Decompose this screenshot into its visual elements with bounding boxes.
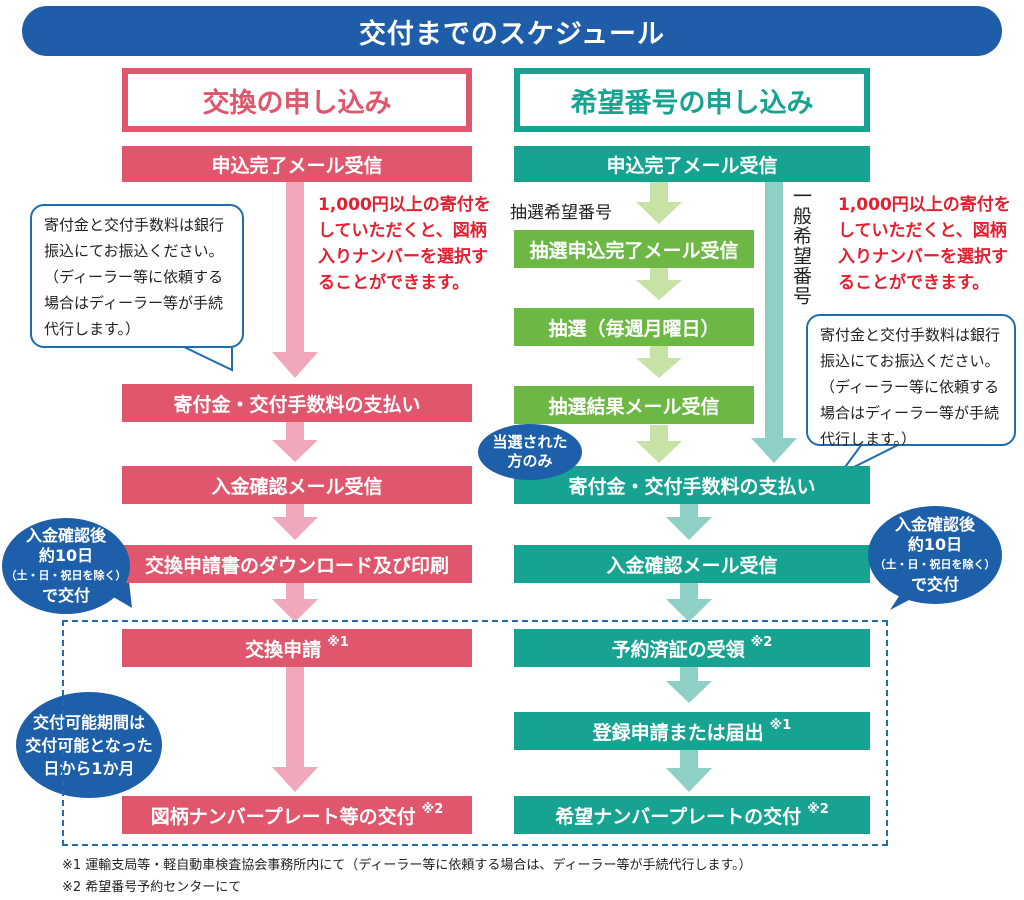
left-step-5-mark: ※1 [327,634,349,650]
right-step-2-label: 寄付金・交付手数料の支払い [568,475,816,498]
arrow-left-3 [286,503,304,517]
left-step-2-label: 寄付金・交付手数料の支払い [173,393,421,416]
right-step-lottery-2-label: 抽選（毎週月曜日） [548,317,720,340]
deposit-bubble-left-line3: （土・日・祝日を除く） [5,569,127,582]
general-number-label: 一般希望番号 [790,186,812,306]
right-step-1-label: 申込完了メール受信 [606,154,778,177]
left-step-6-label: 図柄ナンバープレート等の交付 [150,805,416,828]
arrow-left-5-head [272,767,318,792]
arrow-left-5 [286,667,304,767]
deposit-bubble-right-line3: （土・日・祝日を除く） [874,558,996,571]
right-step-4-mark: ※2 [750,634,773,650]
header-preferred-number: 希望番号の申し込み [514,68,870,132]
left-step-1-label: 申込完了メール受信 [211,154,383,177]
arrow-left-3-head [272,517,318,540]
right-step-6-label: 希望ナンバープレートの交付 [555,805,802,828]
left-step-5: 交換申請 ※1 [122,629,472,667]
right-step-3-label: 入金確認メール受信 [606,554,778,577]
right-step-6-mark: ※2 [807,801,829,817]
right-step-5: 登録申請または届出 ※1 [514,712,870,750]
right-step-5-label: 登録申請または届出 [592,721,764,744]
arrow-right-3 [680,667,698,681]
arrow-left-1-head [272,352,318,378]
arrow-lottery-1-head [636,202,682,224]
right-step-1: 申込完了メール受信 [514,146,870,182]
header-preferred-number-label: 希望番号の申し込み [570,87,814,119]
deposit-bubble-right-line4: で交付 [910,575,959,594]
arrow-left-4 [286,583,304,599]
arrow-right-2 [680,583,698,599]
period-bubble-line1: 交付可能期間は [32,712,145,732]
right-step-lottery-3: 抽選結果メール受信 [514,386,754,424]
right-step-2: 寄付金・交付手数料の支払い [514,466,870,504]
left-step-3-label: 入金確認メール受信 [211,475,383,498]
arrow-right-2-head [666,599,712,622]
left-step-6: 図柄ナンバープレート等の交付 ※2 [122,796,472,834]
right-step-4: 予約済証の受領 ※2 [514,629,870,667]
arrow-general-head [751,438,797,463]
right-bank-transfer-callout: 寄付金と交付手数料は銀行振込にてお振込ください。（ディーラー等に依頼する場合はデ… [806,314,1016,448]
winners-only-line1: 当選された [492,433,568,451]
arrow-lottery-2 [650,268,668,280]
right-step-lottery-1: 抽選申込完了メール受信 [514,230,754,268]
left-step-1: 申込完了メール受信 [122,146,472,182]
deposit-confirmation-bubble-left: 入金確認後 約10日 （土・日・祝日を除く） で交付 [2,518,130,614]
right-step-4-label: 予約済証の受領 [611,638,745,661]
right-step-6: 希望ナンバープレートの交付 ※2 [514,796,870,834]
arrow-right-3-head [666,681,712,703]
left-step-5-label: 交換申請 [245,638,322,661]
right-design-plate-note: 1,000円以上の寄付をしていただくと、図柄入りナンバーを選択することができます… [838,195,1011,293]
arrow-lottery-3 [650,346,668,358]
deposit-bubble-right-line1: 入金確認後 [894,515,975,534]
page-title-banner: 交付までのスケジュール [22,6,1002,56]
footnote-2: ※2 希望番号予約センターにて [62,880,242,895]
footnote-1: ※1 運輸支局等・軽自動車検査協会事務所内にて（ディーラー等に依頼する場合は、デ… [62,858,752,873]
arrow-right-4 [680,750,698,768]
arrow-right-1 [680,503,698,517]
header-exchange-label: 交換の申し込み [202,87,392,119]
right-step-3: 入金確認メール受信 [514,545,870,583]
arrow-lottery-3-head [636,358,682,378]
deposit-bubble-left-line2: 約10日 [38,546,94,565]
deposit-bubble-left-line4: で交付 [41,586,90,605]
page-title: 交付までのスケジュール [358,18,666,50]
left-design-plate-note: 1,000円以上の寄付をしていただくと、図柄入りナンバーを選択することができます… [318,195,491,293]
left-step-4: 交換申請書のダウンロード及び印刷 [122,545,472,583]
deposit-bubble-left-line1: 入金確認後 [25,526,106,545]
arrow-right-4-head [666,768,712,792]
winners-only-bubble: 当選された 方のみ [478,424,582,480]
left-step-3: 入金確認メール受信 [122,466,472,504]
delivery-period-bubble: 交付可能期間は 交付可能となった 日から1か月 [16,692,162,798]
deposit-confirmation-bubble-right: 入金確認後 約10日 （土・日・祝日を除く） で交付 [868,506,1002,604]
right-step-lottery-3-label: 抽選結果メール受信 [548,395,720,418]
arrow-lottery-1 [650,180,668,202]
header-exchange: 交換の申し込み [122,68,472,132]
left-step-4-label: 交換申請書のダウンロード及び印刷 [144,554,449,577]
lottery-number-label: 抽選希望番号 [510,203,612,223]
arrow-lottery-4-head [636,441,682,463]
winners-only-line2: 方のみ [507,452,553,470]
left-bank-transfer-callout: 寄付金と交付手数料は銀行振込にてお振込ください。（ディーラー等に依頼する場合はデ… [30,204,244,348]
arrow-right-1-head [666,517,712,540]
left-step-2: 寄付金・交付手数料の支払い [122,384,472,422]
arrow-left-4-head [272,599,318,622]
arrow-left-2-head [272,440,318,462]
right-step-5-mark: ※1 [769,717,792,733]
arrow-general [765,180,783,438]
callout-left-tail [181,345,233,372]
delivery-steps-frame [62,620,888,846]
arrow-left-1 [286,180,304,352]
period-bubble-line2: 交付可能となった [25,735,153,755]
arrow-lottery-2-head [636,280,682,300]
period-bubble-line3: 日から1か月 [43,758,135,778]
arrow-lottery-4 [650,425,668,441]
right-step-lottery-1-label: 抽選申込完了メール受信 [529,239,739,262]
deposit-bubble-right-line2: 約10日 [907,535,963,554]
right-step-lottery-2: 抽選（毎週月曜日） [514,308,754,346]
left-step-6-mark: ※2 [421,801,444,817]
arrow-left-2 [286,422,304,440]
